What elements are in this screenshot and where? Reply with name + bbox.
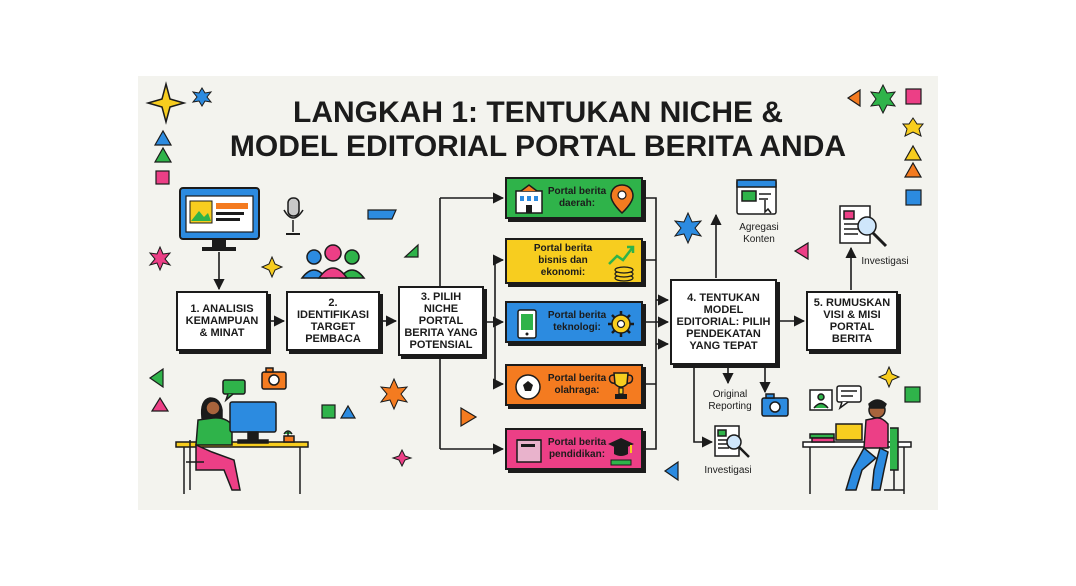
niche-olahraga-label: Portal berita olahraga: xyxy=(547,373,607,396)
gear-icon xyxy=(608,311,634,337)
decorations xyxy=(145,81,925,482)
tag-shape-icon xyxy=(367,209,397,220)
niche-bisnis: Portal berita bisnis dan ekonomi: xyxy=(505,238,643,284)
chat-bubble-icon xyxy=(222,379,246,403)
step-3-box: 3. PILIH NICHE PORTAL BERITA YANG POTENS… xyxy=(398,286,484,356)
tablet-icon xyxy=(517,309,537,339)
square-icon xyxy=(905,189,922,206)
investigation-document-icon xyxy=(714,425,750,458)
star-burst-icon xyxy=(901,117,925,137)
triangle-icon xyxy=(663,460,679,482)
niche-pendidikan: Portal berita pendidikan: xyxy=(505,428,643,470)
niche-teknologi: Portal berita teknologi: xyxy=(505,301,643,343)
aggregation-browser-icon xyxy=(736,179,777,215)
investigasi-top-label: Investigasi xyxy=(861,256,909,267)
triangle-icon xyxy=(903,161,923,178)
star-burst-icon xyxy=(673,211,703,245)
book-icon xyxy=(516,439,542,463)
soccer-ball-icon xyxy=(515,374,541,400)
title-line-1: LANGKAH 1: TENTUKAN NICHE & xyxy=(293,96,783,129)
original-reporting-label: Original Reporting xyxy=(708,389,752,412)
chat-bubble-icon xyxy=(836,385,862,411)
niche-pendidikan-label: Portal berita pendidikan: xyxy=(547,437,607,460)
step-4-label: 4. TENTUKAN MODEL EDITORIAL: PILIH PENDE… xyxy=(676,292,771,352)
square-icon xyxy=(155,170,170,185)
niche-daerah: Portal berita daerah: xyxy=(505,177,643,219)
agregasi-label: Agregasi Konten xyxy=(739,222,779,245)
sparkle-icon xyxy=(145,81,187,125)
star-burst-icon xyxy=(379,377,409,411)
niche-teknologi-label: Portal berita teknologi: xyxy=(547,310,607,333)
star-burst-icon xyxy=(191,87,213,107)
square-icon xyxy=(904,386,921,403)
square-icon xyxy=(905,88,922,105)
step-1-box: 1. ANALISIS KEMAMPUAN & MINAT xyxy=(176,291,268,351)
triangle-icon xyxy=(903,144,923,161)
desktop-monitor-icon xyxy=(179,187,260,251)
step-2-box: 2. IDENTIFIKASI TARGET PEMBACA xyxy=(286,291,380,351)
sparkle-icon xyxy=(391,448,413,468)
triangle-icon xyxy=(846,88,861,108)
investigasi-bottom-label: Investigasi xyxy=(704,465,752,476)
growth-coins-icon xyxy=(608,245,635,282)
step-2-label: 2. IDENTIFIKASI TARGET PEMBACA xyxy=(296,297,370,345)
step-4-box: 4. TENTUKAN MODEL EDITORIAL: PILIH PENDE… xyxy=(670,279,777,365)
star-burst-icon xyxy=(148,245,172,272)
investigation-document-icon xyxy=(839,205,888,248)
photo-frame-icon xyxy=(809,389,833,411)
triangle-icon xyxy=(793,241,809,261)
sparkle-icon xyxy=(260,255,284,279)
step-3-label: 3. PILIH NICHE PORTAL BERITA YANG POTENS… xyxy=(404,291,478,351)
man-at-desk-illustration xyxy=(802,399,912,494)
niche-daerah-label: Portal berita daerah: xyxy=(547,186,607,209)
triangle-icon xyxy=(150,396,170,412)
merge-trunk-outer xyxy=(644,197,657,450)
merge-ties xyxy=(644,259,656,385)
square-icon xyxy=(321,404,336,419)
title-line-2: MODEL EDITORIAL PORTAL BERITA ANDA xyxy=(229,130,847,163)
woman-at-desk-illustration xyxy=(175,397,309,494)
step-1-label: 1. ANALISIS KEMAMPUAN & MINAT xyxy=(185,303,259,339)
page-title: LANGKAH 1: TENTUKAN NICHE & MODEL EDITOR… xyxy=(0,96,1076,164)
triangle-icon xyxy=(153,146,173,163)
niche-bisnis-label: Portal berita bisnis dan ekonomi: xyxy=(533,243,593,278)
camera-icon xyxy=(261,367,287,390)
star-burst-icon xyxy=(869,83,897,115)
triangle-icon xyxy=(148,367,164,389)
graduation-cap-icon xyxy=(608,438,634,466)
niche-olahraga: Portal berita olahraga: xyxy=(505,364,643,406)
triangle-icon xyxy=(403,243,419,258)
audience-group-icon xyxy=(300,244,366,279)
camera-icon xyxy=(761,393,789,417)
step-5-label: 5. RUMUSKAN VISI & MISI PORTAL BERITA xyxy=(813,297,891,345)
map-pin-icon xyxy=(610,184,634,215)
sparkle-icon xyxy=(877,365,901,389)
triangle-icon xyxy=(153,129,173,146)
microphone-icon xyxy=(283,197,304,235)
triangle-icon xyxy=(460,406,478,428)
trophy-icon xyxy=(608,372,634,399)
step-5-box: 5. RUMUSKAN VISI & MISI PORTAL BERITA xyxy=(806,291,898,351)
arrow-step4-investigasi xyxy=(693,365,714,448)
triangle-icon xyxy=(339,404,357,419)
city-building-icon xyxy=(515,184,543,214)
